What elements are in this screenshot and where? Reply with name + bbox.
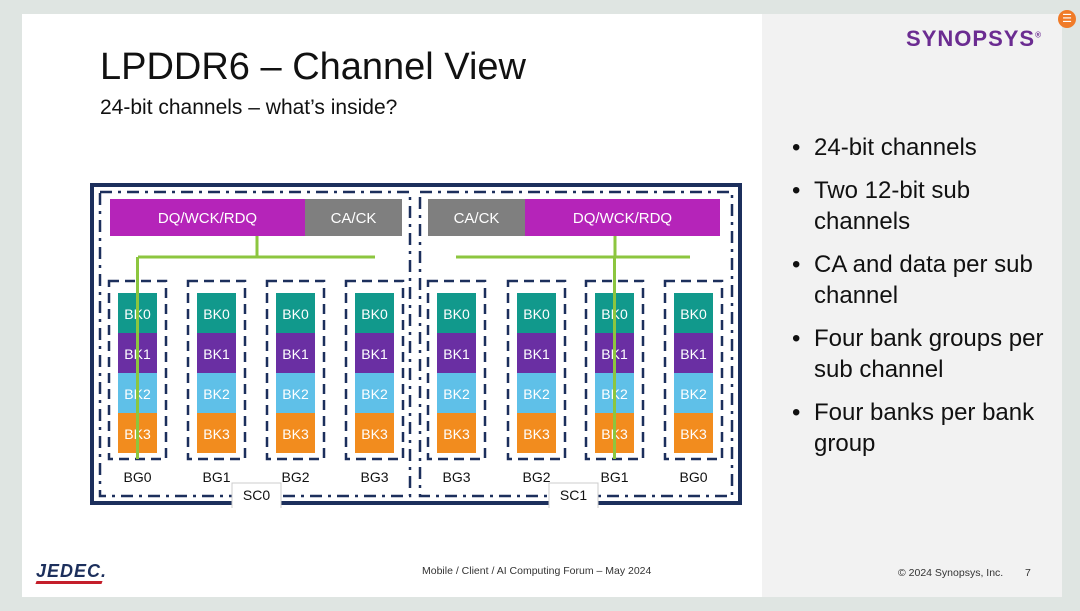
channel-diagram: DQ/WCK/RDQCA/CKBK0BK1BK2BK3BG0BK0BK1BK2B… bbox=[90, 183, 742, 508]
bank-cell bbox=[437, 373, 476, 413]
bank-group-label: BG2 bbox=[522, 469, 550, 485]
bank-cell bbox=[674, 413, 713, 453]
bank-group-label: BG1 bbox=[600, 469, 628, 485]
bus-label: CA/CK bbox=[454, 210, 500, 227]
bank-group-label: BG0 bbox=[679, 469, 707, 485]
corner-badge-icon[interactable]: ☰ bbox=[1058, 10, 1076, 28]
bank-label: BK0 bbox=[361, 306, 388, 322]
jedec-logo-underline bbox=[35, 581, 103, 584]
bank-label: BK0 bbox=[523, 306, 550, 322]
bank-group-label: BG0 bbox=[123, 469, 151, 485]
logo-mark: ® bbox=[1035, 30, 1042, 40]
bank-label: BK1 bbox=[443, 346, 470, 362]
bank-label: BK0 bbox=[282, 306, 309, 322]
bank-group-label: BG2 bbox=[281, 469, 309, 485]
subchannel-label-box bbox=[548, 482, 599, 508]
bank-label: BK3 bbox=[523, 426, 550, 442]
bank-cell bbox=[355, 413, 394, 453]
subchannel-label: SC0 bbox=[243, 487, 270, 503]
bullet-item: 24-bit channels bbox=[792, 132, 1052, 163]
footer-event: Mobile / Client / AI Computing Forum – M… bbox=[422, 565, 652, 577]
logo-text: SYNOPSYS bbox=[906, 26, 1036, 51]
bus-segment bbox=[525, 199, 720, 236]
bullet-item: Four banks per bank group bbox=[792, 397, 1052, 459]
bank-label: BK1 bbox=[282, 346, 309, 362]
bank-cell bbox=[674, 373, 713, 413]
bank-label: BK2 bbox=[680, 386, 707, 402]
bank-cell bbox=[197, 413, 236, 453]
bank-label: BK1 bbox=[203, 346, 230, 362]
bank-cell bbox=[355, 293, 394, 333]
bank-cell bbox=[276, 333, 315, 373]
bank-label: BK0 bbox=[680, 306, 707, 322]
bus-segment bbox=[428, 199, 525, 236]
bus-segment bbox=[305, 199, 402, 236]
bank-label: BK2 bbox=[203, 386, 230, 402]
bank-cell bbox=[276, 413, 315, 453]
bank-label: BK1 bbox=[523, 346, 550, 362]
bank-group-boundary bbox=[265, 279, 326, 461]
bullet-list: 24-bit channels Two 12-bit sub channels … bbox=[792, 132, 1052, 471]
bank-cell bbox=[355, 333, 394, 373]
bank-cell bbox=[276, 293, 315, 333]
bank-label: BK3 bbox=[361, 426, 388, 442]
bank-cell bbox=[517, 333, 556, 373]
bank-cell bbox=[437, 413, 476, 453]
subchannel-boundary bbox=[98, 190, 412, 498]
bank-cell bbox=[355, 373, 394, 413]
bank-cell bbox=[197, 333, 236, 373]
page-number: 7 bbox=[1025, 567, 1031, 579]
bank-cell bbox=[674, 293, 713, 333]
bus-label: CA/CK bbox=[331, 210, 377, 227]
subchannel-label: SC1 bbox=[560, 487, 587, 503]
bank-label: BK2 bbox=[523, 386, 550, 402]
bus-segment bbox=[110, 199, 305, 236]
bank-label: BK3 bbox=[282, 426, 309, 442]
bank-cell bbox=[674, 333, 713, 373]
bank-group-boundary bbox=[186, 279, 247, 461]
page-title: LPDDR6 – Channel View bbox=[100, 46, 526, 88]
synopsys-logo: SYNOPSYS® bbox=[906, 26, 1042, 52]
bank-cell bbox=[197, 373, 236, 413]
bus-label: DQ/WCK/RDQ bbox=[158, 210, 257, 227]
bank-cell bbox=[517, 413, 556, 453]
bus-label: DQ/WCK/RDQ bbox=[573, 210, 672, 227]
bank-label: BK2 bbox=[361, 386, 388, 402]
bank-cell bbox=[517, 373, 556, 413]
bank-label: BK3 bbox=[680, 426, 707, 442]
subchannel-boundary bbox=[418, 190, 734, 498]
bank-group-label: BG1 bbox=[202, 469, 230, 485]
page-subtitle: 24-bit channels – what’s inside? bbox=[100, 96, 398, 119]
bank-label: BK3 bbox=[203, 426, 230, 442]
bank-cell bbox=[276, 373, 315, 413]
bank-cell bbox=[437, 333, 476, 373]
bullet-item: Two 12-bit sub channels bbox=[792, 175, 1052, 237]
bullet-item: CA and data per sub channel bbox=[792, 249, 1052, 311]
bank-group-label: BG3 bbox=[360, 469, 388, 485]
bank-cell bbox=[437, 293, 476, 333]
bank-label: BK0 bbox=[203, 306, 230, 322]
bank-label: BK1 bbox=[361, 346, 388, 362]
bank-group-boundary bbox=[344, 279, 405, 461]
bank-cell bbox=[197, 293, 236, 333]
bank-group-label: BG3 bbox=[442, 469, 470, 485]
bank-label: BK3 bbox=[443, 426, 470, 442]
bank-group-boundary bbox=[426, 279, 487, 461]
bullet-item: Four bank groups per sub channel bbox=[792, 323, 1052, 385]
bank-label: BK1 bbox=[680, 346, 707, 362]
footer-copyright: © 2024 Synopsys, Inc. bbox=[898, 567, 1004, 579]
bank-group-boundary bbox=[663, 279, 724, 461]
bank-label: BK2 bbox=[443, 386, 470, 402]
jedec-logo: JEDEC. bbox=[36, 561, 108, 581]
bank-label: BK0 bbox=[443, 306, 470, 322]
subchannel-label-box bbox=[231, 482, 282, 508]
bank-cell bbox=[517, 293, 556, 333]
bank-label: BK2 bbox=[282, 386, 309, 402]
bank-group-boundary bbox=[506, 279, 567, 461]
